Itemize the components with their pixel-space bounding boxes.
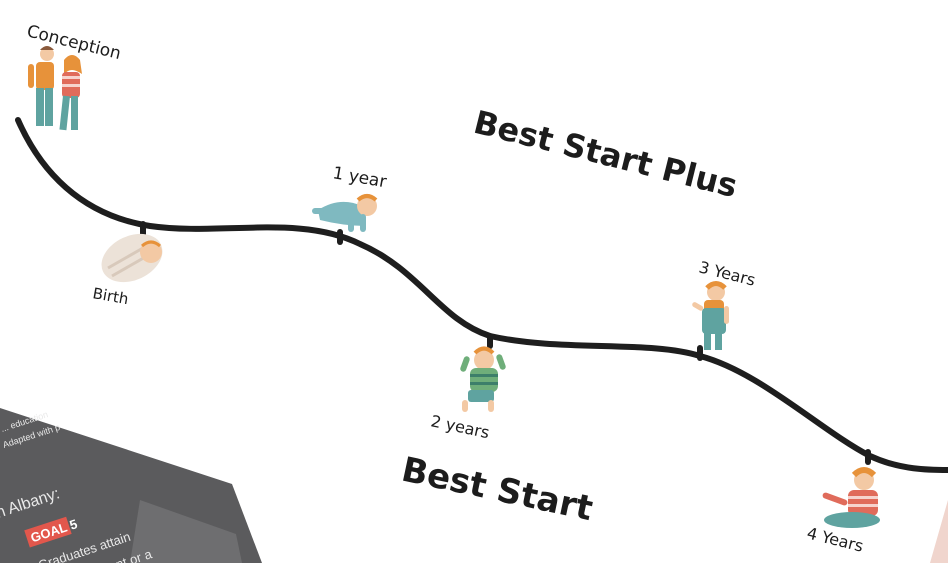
milestone-label-3-years: 3 Years (697, 257, 757, 289)
background-edge (930, 500, 948, 563)
child-3-years-illustration (691, 283, 729, 350)
brochure-panel: ... education Adapted with p n Albany: G… (0, 408, 262, 563)
timeline-curve (18, 120, 948, 470)
milestone-label-1-year: 1 year (331, 163, 388, 192)
child-4-years-illustration (822, 470, 880, 528)
toddler-2-years-illustration (459, 349, 506, 413)
milestone-label-2-years: 2 years (429, 411, 491, 442)
milestone-label-4-years: 4 Years (805, 523, 865, 555)
couple-illustration (28, 46, 82, 130)
crawling-baby-illustration (312, 196, 377, 232)
baby-bundle-illustration (94, 225, 171, 292)
milestone-label-birth: Birth (91, 284, 130, 308)
title-best-start: Best Start (398, 450, 596, 529)
title-best-start-plus: Best Start Plus (470, 103, 741, 205)
timeline-ticks (143, 224, 868, 462)
